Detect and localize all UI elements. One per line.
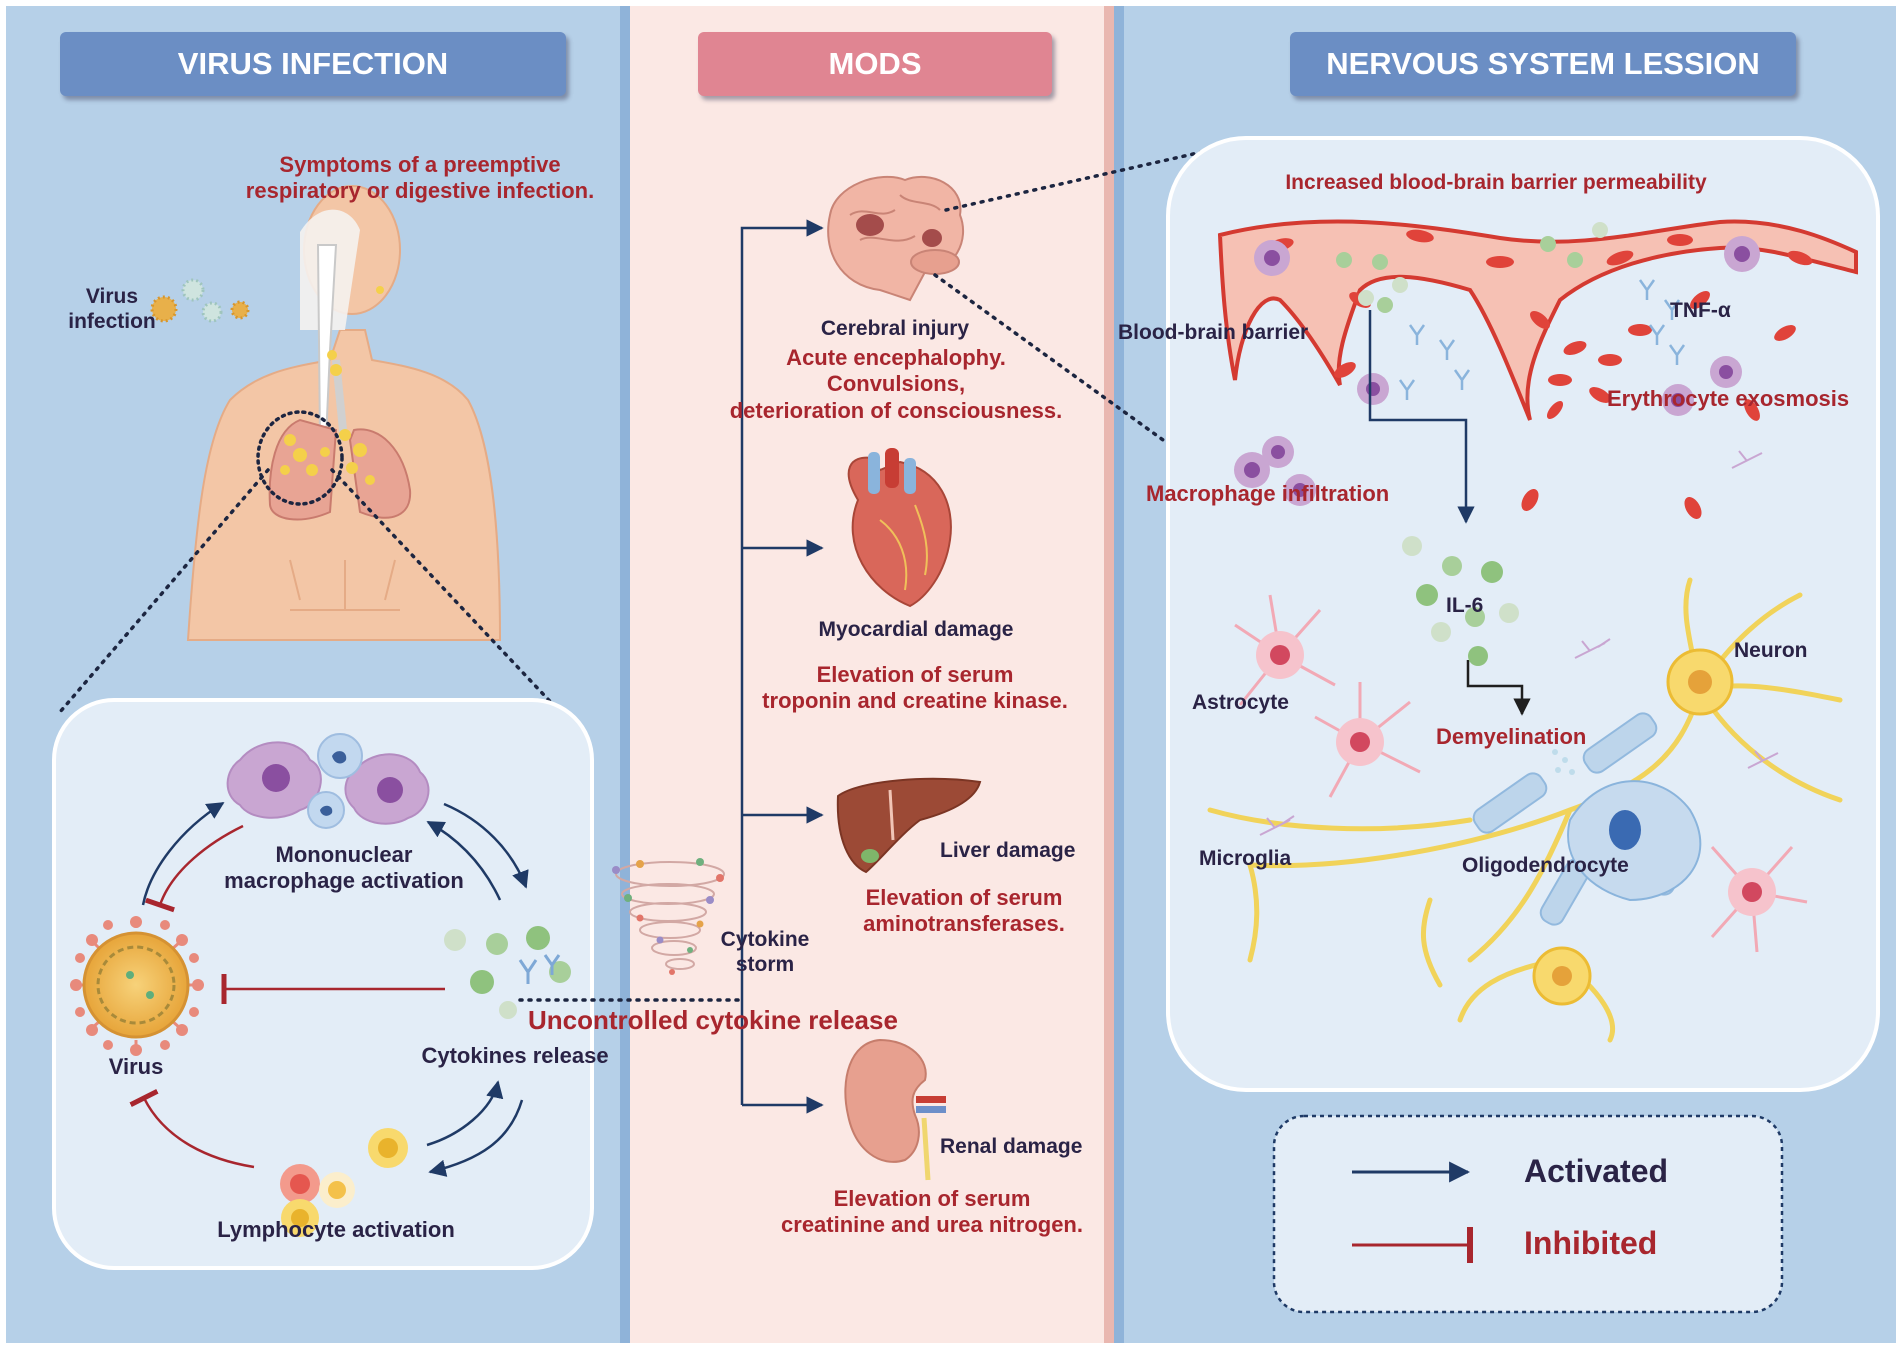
virus-label: Virus xyxy=(108,1054,164,1079)
il6-molecules xyxy=(1402,536,1519,666)
cytokine-cluster xyxy=(444,926,571,1019)
header-nervous-system: NERVOUS SYSTEM LESSION xyxy=(1290,32,1796,96)
blood-brain-barrier-label: Blood-brain barrier xyxy=(1118,321,1309,344)
brain-illustration xyxy=(827,175,965,302)
oligodendrocyte-label: Oligodendrocyte xyxy=(1462,854,1629,877)
tnf-alpha-label: TNF-α xyxy=(1670,299,1731,322)
lymphocyte-cells xyxy=(280,1128,408,1237)
legend-inhibited-label: Inhibited xyxy=(1524,1225,1658,1261)
renal-line-2: creatinine and urea nitrogen. xyxy=(781,1212,1083,1238)
header-mods: MODS xyxy=(698,32,1052,96)
neural-cells-illustration xyxy=(1207,450,1843,1043)
kidney-illustration xyxy=(844,1038,946,1181)
mods-branch-arrows xyxy=(740,219,824,1114)
renal-damage-description: Elevation of serum creatinine and urea n… xyxy=(781,1186,1083,1239)
erythrocyte-exosmosis-label: Erythrocyte exosmosis xyxy=(1607,386,1850,411)
activation-cycle-arrows xyxy=(129,801,529,1177)
macrophage-cells xyxy=(226,733,430,829)
virus-infection-line-2: infection xyxy=(68,310,156,334)
blood-vessel-illustration xyxy=(1217,219,1858,519)
demyelination-label: Demyelination xyxy=(1436,724,1587,749)
cytokine-storm-illustration xyxy=(612,858,725,975)
liver-damage-title: Liver damage xyxy=(940,839,1076,862)
cerebral-line-3: deterioration of consciousness. xyxy=(729,397,1063,423)
cerebral-line-1: Acute encephalophy. xyxy=(786,345,1006,370)
neuron-label: Neuron xyxy=(1734,639,1808,662)
liver-line-1: Elevation of serum xyxy=(865,885,1063,910)
cerebral-line-2: Convulsions, xyxy=(826,371,966,397)
mononuclear-line-1: Mononuclear xyxy=(275,842,413,867)
myocardial-damage-description: Elevation of serum troponin and creatine… xyxy=(762,662,1068,715)
symptoms-line-2: respiratory or digestive infection. xyxy=(245,178,595,204)
lymphocyte-activation-label: Lymphocyte activation xyxy=(217,1217,455,1242)
cytokines-release-label: Cytokines release xyxy=(421,1043,609,1068)
symptoms-label: Symptoms of a preemptive respiratory or … xyxy=(246,152,594,205)
cerebral-injury-title: Cerebral injury xyxy=(820,317,970,340)
nervous-arrows xyxy=(1368,310,1531,716)
renal-damage-title: Renal damage xyxy=(940,1135,1083,1158)
liver-line-2: aminotransferases. xyxy=(863,911,1065,937)
cytokine-storm-line-2: storm xyxy=(735,953,795,977)
virus-illustration xyxy=(70,916,204,1056)
liver-illustration xyxy=(836,777,982,874)
myocardial-line-1: Elevation of serum xyxy=(816,662,1014,687)
legend-activated-label: Activated xyxy=(1524,1153,1669,1189)
virus-infection-label: Virus infection xyxy=(68,284,156,334)
mononuclear-line-2: macrophage activation xyxy=(224,868,464,894)
myocardial-damage-title: Myocardial damage xyxy=(818,618,1014,641)
symptoms-line-1: Symptoms of a preemptive xyxy=(279,152,561,177)
cytokine-storm-line-1: Cytokine xyxy=(720,928,810,951)
virus-infection-line-1: Virus xyxy=(85,285,139,308)
bbb-permeability-label: Increased blood-brain barrier permeabili… xyxy=(1285,171,1707,194)
renal-line-1: Elevation of serum xyxy=(833,1186,1031,1211)
header-virus-infection: VIRUS INFECTION xyxy=(60,32,566,96)
il6-label: IL-6 xyxy=(1446,594,1484,617)
macrophage-infiltration-label: Macrophage infiltration xyxy=(1146,481,1390,506)
myocardial-line-2: troponin and creatine kinase. xyxy=(762,688,1068,714)
legend-box xyxy=(1272,1114,1784,1314)
mononuclear-macrophage-label: Mononuclear macrophage activation xyxy=(224,842,464,895)
cerebral-injury-description: Acute encephalophy. Convulsions, deterio… xyxy=(730,345,1063,424)
cytokine-storm-label: Cytokine storm xyxy=(721,927,810,977)
airborne-virus-particles xyxy=(150,278,250,323)
liver-damage-description: Elevation of serum aminotransferases. xyxy=(863,885,1065,938)
microglia-label: Microglia xyxy=(1199,847,1292,870)
astrocyte-label: Astrocyte xyxy=(1192,691,1289,714)
heart-illustration xyxy=(847,448,952,608)
uncontrolled-cytokine-release-label: Uncontrolled cytokine release xyxy=(528,1005,898,1035)
